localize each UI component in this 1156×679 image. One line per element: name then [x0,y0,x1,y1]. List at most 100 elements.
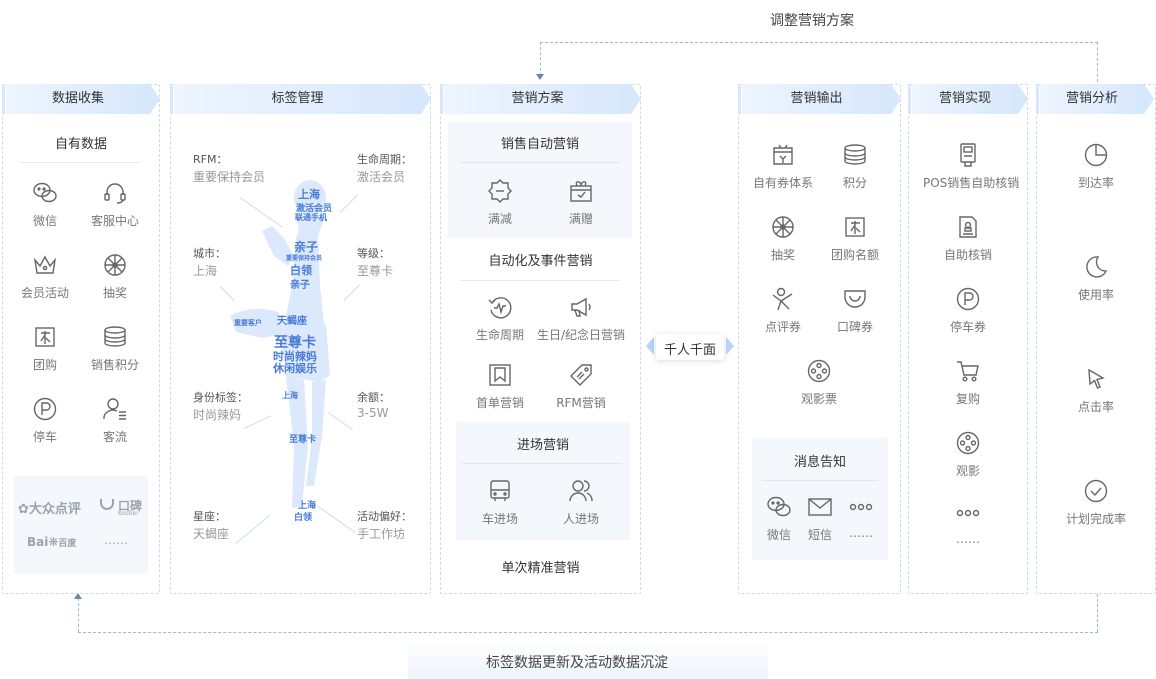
output-item-groupbuy[interactable]: 团购名额 [810,214,900,263]
analysis-item-click[interactable]: 点击率 [1051,366,1141,415]
collection-item-service[interactable]: 客服中心 [70,180,160,229]
realize-item-movie[interactable]: 观影 [923,430,1013,479]
notify-title: 消息告知 [793,455,846,470]
collection-item-member[interactable]: 会员活动 [0,252,90,301]
output-item-lottery[interactable]: 抽奖 [738,214,828,263]
plan-item-discount[interactable]: 满减 [455,178,545,227]
realize-item-label: 自助核销 [943,248,992,262]
plan-item-car-entry[interactable]: 车进场 [455,478,545,527]
cloud-word: 时尚辣妈 [273,350,317,363]
collection-item-groupbuy[interactable]: 团购 [0,324,90,373]
analysis-item-label: 计划完成率 [1065,512,1126,526]
parking-icon [956,287,980,311]
people-icon [569,480,593,502]
bottom-flow-line-left [78,598,79,632]
cloud-word: 激活会员 [296,204,333,214]
realize-item-self-verify[interactable]: 自助核销 [923,214,1013,263]
moon-icon [1086,256,1108,278]
cloud-word: 重要客户 [234,319,262,327]
event-marketing-title: 自动化及事件营销 [488,254,593,269]
collection-item-label: 客服中心 [90,214,139,228]
plan-item-first-order[interactable]: 首单营销 [455,362,545,411]
more-icon [956,509,980,517]
bottom-flow-label: 标签数据更新及活动数据沉淀 [486,655,668,671]
notify-item-label: 短信 [807,528,832,542]
analysis-item-label: 点击率 [1077,400,1114,414]
gift-icon [570,181,592,202]
realize-header: 营销实现 [912,84,1028,114]
analysis-item-completion[interactable]: 计划完成率 [1051,478,1141,527]
film-icon [956,431,980,455]
output-item-label: 抽奖 [770,248,795,262]
bookmark-icon [489,364,511,386]
realize-item-more[interactable]: …… [923,500,1013,546]
points-icon [844,144,866,165]
collection-item-lottery[interactable]: 抽奖 [70,252,160,301]
collection-item-label: 会员活动 [20,286,69,300]
visitor-icon [103,398,126,420]
top-flow-arrow [536,74,544,80]
output-item-dianping[interactable]: 点评券 [738,286,828,335]
output-item-coupon[interactable]: 自有券体系 [738,142,828,191]
discount-icon [488,179,512,203]
collection-item-visitors[interactable]: 客流 [70,396,160,445]
tag-identity-label: 身份标签： [193,391,248,404]
notify-item-wechat[interactable]: 微信 [734,494,824,543]
film-icon [807,359,831,383]
realize-item-parking[interactable]: 停车券 [923,286,1013,335]
entry-marketing-title: 进场营销 [516,438,569,453]
cloud-word: 白领 [294,513,313,523]
wheel-icon [104,254,126,276]
badge-arrow-right [726,337,734,355]
plan-item-lifecycle[interactable]: 生命周期 [455,294,545,343]
badge-arrow-left [646,337,654,355]
koubei-logo-subtext: koubei [118,510,138,517]
entry-marketing-panel [456,422,630,540]
plan-item-label: 首单营销 [475,396,524,410]
collection-subtitle: 自有数据 [54,137,107,152]
entry-marketing-divider [462,463,622,464]
cloud-word: 联通手机 [295,213,327,222]
collection-item-parking[interactable]: 停车 [0,396,90,445]
cloud-word: 重要保持会员 [286,255,323,262]
plan-item-rfm[interactable]: RFM营销 [536,362,626,411]
plan-item-gift[interactable]: 满赠 [536,178,626,227]
output-item-points[interactable]: 积分 [810,142,900,191]
realize-item-label: …… [956,532,980,546]
center-badge-label: 千人千面 [663,343,716,358]
output-header: 营销输出 [742,84,901,114]
stamp-icon [959,216,977,238]
tag-icon [570,364,592,386]
word-cloud-silhouette [230,180,330,508]
notify-item-more[interactable]: …… [816,494,906,540]
collection-item-wechat[interactable]: 微信 [0,180,90,229]
notify-item-sms[interactable]: 短信 [775,494,865,543]
bottom-flow-line-right [1097,594,1098,632]
realize-item-pos[interactable]: POS销售自助核销 [923,142,1019,191]
top-flow-line-right [1097,42,1098,82]
collection-item-points[interactable]: 销售积分 [70,324,160,373]
analysis-header: 营销分析 [1040,84,1154,114]
tag-rfm-label: RFM： [193,153,228,166]
plan-item-label: 生命周期 [475,328,524,342]
cloud-word: 亲子 [290,280,310,291]
plan-item-people-entry[interactable]: 人进场 [536,478,626,527]
wheel-icon [772,216,794,238]
plan-item-birthday[interactable]: 生日/纪念日营销 [536,294,626,343]
coupon-icon [773,144,793,165]
analysis-item-label: 使用率 [1077,288,1114,302]
tag-city-label: 城市： [193,247,226,260]
cloud-word: 亲子 [294,240,319,254]
analysis-item-reach[interactable]: 到达率 [1051,142,1141,191]
cursor-icon [1088,368,1105,389]
output-item-koubei[interactable]: 口碑券 [810,286,900,335]
plan-item-label: RFM营销 [556,396,606,410]
realize-item-repurchase[interactable]: 复购 [923,358,1013,407]
auto-marketing-title: 销售自动营销 [500,137,579,152]
output-item-label: 口碑券 [836,320,873,334]
analysis-item-usage[interactable]: 使用率 [1051,254,1141,303]
baidu-logo-cn: 百度 [58,539,77,549]
dianping-logo: ✿大众点评 [18,498,81,517]
output-item-movie[interactable]: 观影票 [774,358,864,407]
mail-icon [808,498,832,516]
